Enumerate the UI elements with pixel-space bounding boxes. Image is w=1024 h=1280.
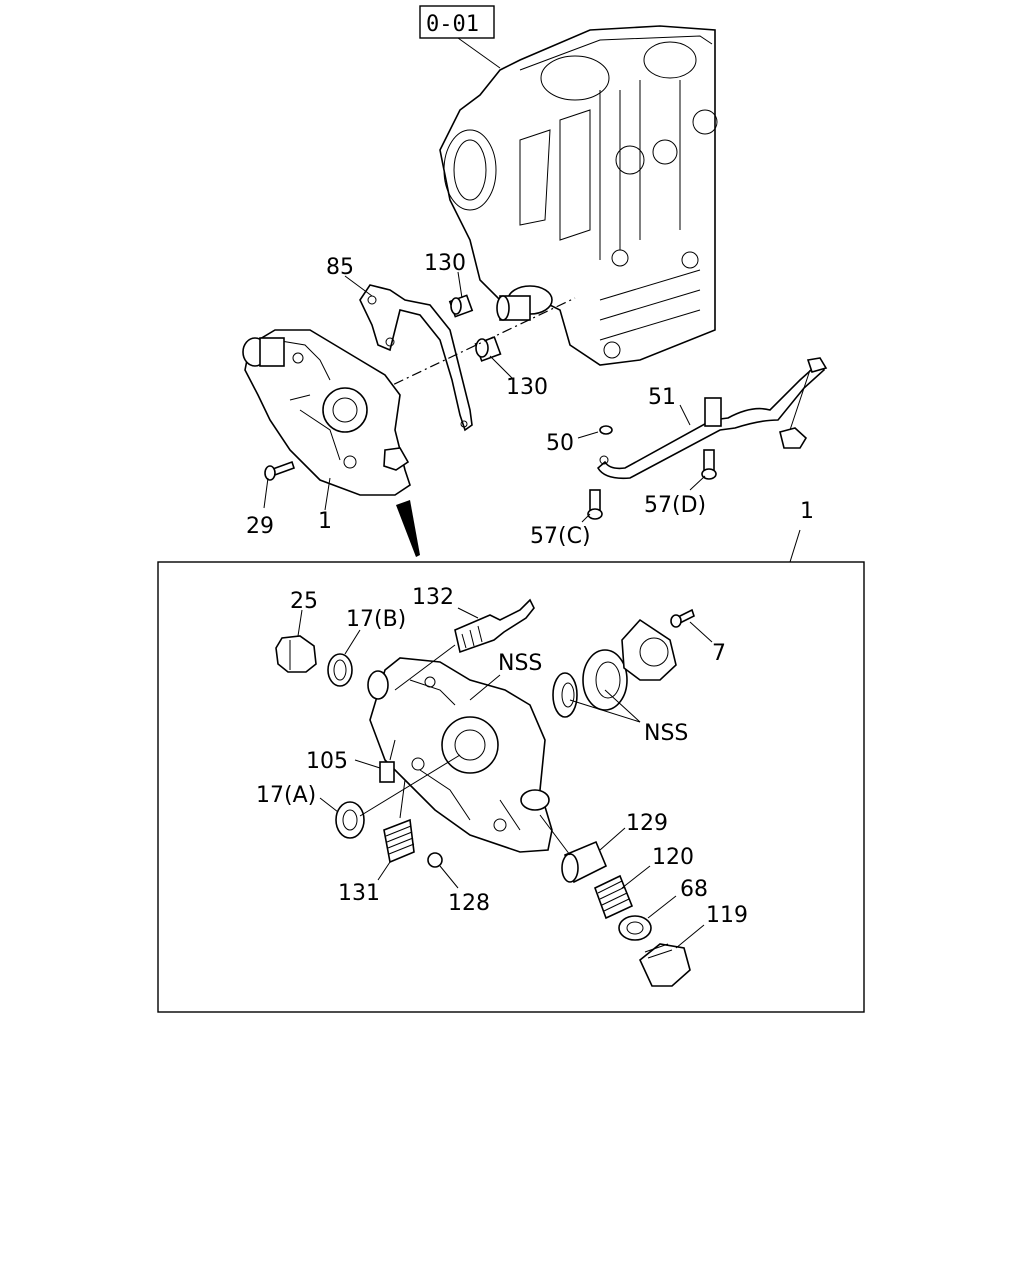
cover-plate[interactable] [621, 618, 677, 681]
leader-128 [439, 865, 459, 889]
ball-128[interactable] [427, 852, 443, 868]
leader-119 [675, 924, 705, 949]
leader-17-a [319, 797, 339, 813]
dowel-130-lower[interactable] [474, 336, 502, 362]
callout-57-d[interactable]: 57(D) [644, 493, 706, 518]
detail-box [157, 561, 865, 1013]
callout-57-c[interactable]: 57(C) [530, 524, 591, 549]
leader-29 [263, 477, 269, 509]
callout-1-upper[interactable]: 1 [318, 509, 332, 534]
bolt-57-d[interactable] [701, 449, 717, 480]
spring-131[interactable] [383, 818, 415, 864]
callout-25[interactable]: 25 [290, 589, 318, 614]
callout-105[interactable]: 105 [306, 749, 348, 774]
leader-1-upper [324, 477, 331, 511]
callout-1-detail[interactable]: 1 [800, 499, 814, 524]
leader-132-line [394, 644, 456, 691]
reference-box-label: 0-01 [426, 12, 479, 37]
rotor-nss[interactable] [582, 649, 628, 711]
callout-68[interactable]: 68 [680, 877, 708, 902]
callout-119[interactable]: 119 [706, 903, 748, 928]
leader-50 [577, 431, 599, 439]
callout-29[interactable]: 29 [246, 514, 274, 539]
callout-nss-lower[interactable]: NSS [644, 721, 688, 746]
leader-130-lower [489, 355, 513, 379]
pin-105-guide [389, 739, 396, 761]
valve-129[interactable] [561, 840, 608, 884]
callout-130-lower[interactable]: 130 [506, 375, 548, 400]
leader-7 [689, 621, 713, 643]
oil-pump-body-detail[interactable] [367, 657, 553, 853]
engine-block [439, 25, 718, 366]
callout-17-b[interactable]: 17(B) [346, 607, 406, 632]
leader-132 [457, 607, 479, 619]
leader-51 [679, 404, 691, 426]
seal-17-a-guide [359, 754, 461, 817]
callout-131[interactable]: 131 [338, 881, 380, 906]
spring-131-guide [399, 779, 406, 819]
callout-17-a[interactable]: 17(A) [256, 783, 316, 808]
spring-120[interactable] [593, 874, 634, 920]
leader-17-b [344, 629, 361, 655]
leader-25 [297, 609, 303, 637]
bolt-57-c[interactable] [587, 489, 603, 520]
oil-pipe-51[interactable] [596, 357, 828, 480]
valve-129-guide [539, 814, 571, 856]
leader-131 [377, 861, 391, 881]
screw-7[interactable] [670, 608, 695, 628]
dowel-130-upper[interactable] [448, 294, 474, 318]
leader-120 [621, 865, 651, 889]
callout-132[interactable]: 132 [412, 585, 454, 610]
plug-25[interactable] [275, 635, 317, 673]
leader-105 [354, 759, 381, 769]
callout-7[interactable]: 7 [712, 641, 726, 666]
reference-box[interactable]: 0-01 [419, 5, 495, 39]
leader-1-detail [789, 529, 801, 563]
oring-50[interactable] [599, 425, 613, 435]
pin-105[interactable] [379, 761, 395, 783]
seal-17-a[interactable] [335, 801, 365, 839]
callout-129[interactable]: 129 [626, 811, 668, 836]
callout-50[interactable]: 50 [546, 431, 574, 456]
leader-129 [599, 827, 626, 851]
callout-nss-upper[interactable]: NSS [498, 651, 542, 676]
bolt-29[interactable] [264, 460, 296, 481]
washer-68[interactable] [618, 915, 652, 941]
leader-nss-upper [469, 674, 501, 701]
gear-nss[interactable] [552, 672, 578, 718]
reference-leader [457, 37, 501, 69]
seal-17-b[interactable] [327, 653, 353, 687]
leader-57-d [689, 475, 706, 491]
leader-85 [344, 275, 373, 297]
leader-nss-rotor [604, 689, 641, 723]
leader-nss-gear [569, 699, 641, 723]
detail-arrow [396, 500, 420, 557]
callout-130-upper[interactable]: 130 [424, 251, 466, 276]
callout-85[interactable]: 85 [326, 255, 354, 280]
plug-119[interactable] [639, 943, 691, 987]
callout-120[interactable]: 120 [652, 845, 694, 870]
callout-128[interactable]: 128 [448, 891, 490, 916]
leader-68 [647, 895, 677, 919]
leader-130-upper [457, 271, 463, 299]
callout-51[interactable]: 51 [648, 385, 676, 410]
sensor-132[interactable] [454, 598, 535, 654]
leader-57-c [581, 513, 591, 523]
oil-pump-assembly-upper[interactable] [242, 329, 411, 496]
